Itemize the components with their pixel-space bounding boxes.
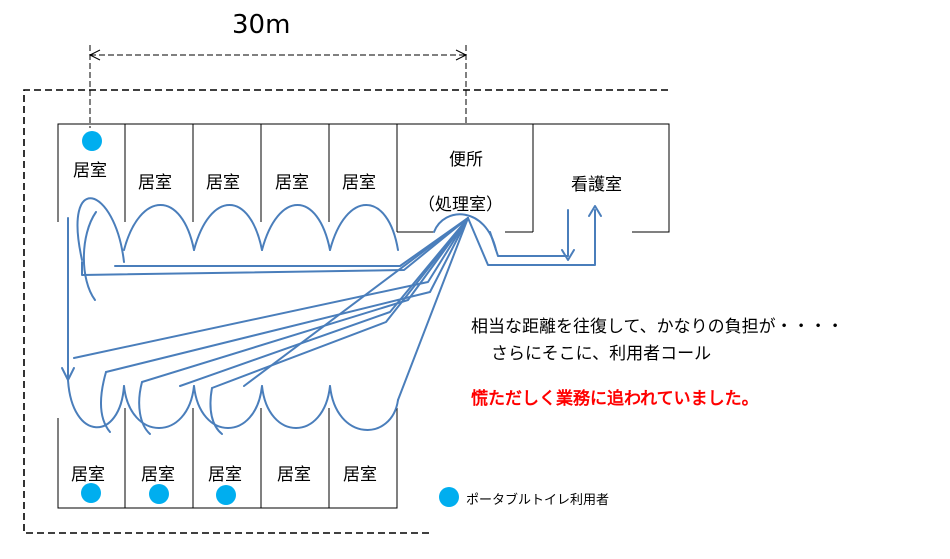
path-top-arc-1 <box>76 197 125 263</box>
outer-boundary <box>23 89 668 534</box>
room-label-top-3: 居室 <box>206 173 240 193</box>
path-bottom-arc-4 <box>261 385 331 429</box>
room-label-bottom-1: 居室 <box>71 465 105 485</box>
path-diagonal-1 <box>73 217 469 359</box>
path-arrow-down <box>561 249 575 261</box>
top-wall <box>57 123 670 233</box>
path-diagonal-5 <box>211 217 469 389</box>
path-to-nurse-station <box>467 209 596 266</box>
path-bottom-arc-3 <box>193 385 263 429</box>
portable-toilet-user-marker <box>216 485 236 505</box>
path-diagonal-3 <box>141 217 469 383</box>
path-bottom-arc-2 <box>123 385 195 429</box>
room-label-top-2: 居室 <box>138 173 172 193</box>
path-top-arc-5 <box>329 204 399 251</box>
path-bottom-arc-2-inner <box>138 381 151 435</box>
path-top-arc-1-inner <box>82 211 97 301</box>
path-bottom-arc-1 <box>67 379 125 429</box>
path-top-corridor-outer <box>81 217 469 276</box>
bottom-wall <box>57 408 398 509</box>
note-line-1: 相当な距離を往復して、かなりの負担が・・・・ <box>471 317 844 337</box>
path-bottom-arc-3-inner <box>209 387 223 435</box>
path-bottom-arc-5 <box>329 385 399 431</box>
path-diagonal-6 <box>243 217 469 387</box>
processing-room-label: （処理室） <box>418 195 503 215</box>
room-label-bottom-3: 居室 <box>208 465 242 485</box>
walking-paths <box>61 197 602 435</box>
alert-message: 慌ただしく業務に追われていました。 <box>471 389 759 409</box>
path-top-arc-3 <box>193 204 263 251</box>
path-top-arc-2 <box>123 204 195 251</box>
room-label-bottom-2: 居室 <box>141 465 175 485</box>
nurse-station-label: 看護室 <box>571 175 622 195</box>
dimension-label: 30m <box>232 10 291 40</box>
path-nurse-loop <box>489 209 569 257</box>
room-label-top-1: 居室 <box>73 161 107 181</box>
room-label-bottom-4: 居室 <box>277 465 311 485</box>
path-top-arc-4 <box>261 204 331 251</box>
toilet-label: 便所 <box>449 150 483 170</box>
note-line-2: さらにそこに、利用者コール <box>491 344 712 364</box>
room-label-bottom-5: 居室 <box>343 465 377 485</box>
portable-toilet-user-marker <box>82 131 102 151</box>
path-arrow-up <box>588 205 602 217</box>
room-label-top-4: 居室 <box>275 173 309 193</box>
portable-toilet-user-marker <box>149 484 169 504</box>
legend-label: ポータブルトイレ利用者 <box>466 493 610 508</box>
path-diagonal-4 <box>179 217 469 387</box>
room-label-top-5: 居室 <box>342 173 376 193</box>
path-diagonal-7 <box>397 217 469 401</box>
portable-toilet-user-marker <box>81 483 101 503</box>
path-bottom-arc-1-inner <box>100 371 111 433</box>
path-diagonal-2 <box>105 217 469 373</box>
legend-marker <box>439 487 459 507</box>
